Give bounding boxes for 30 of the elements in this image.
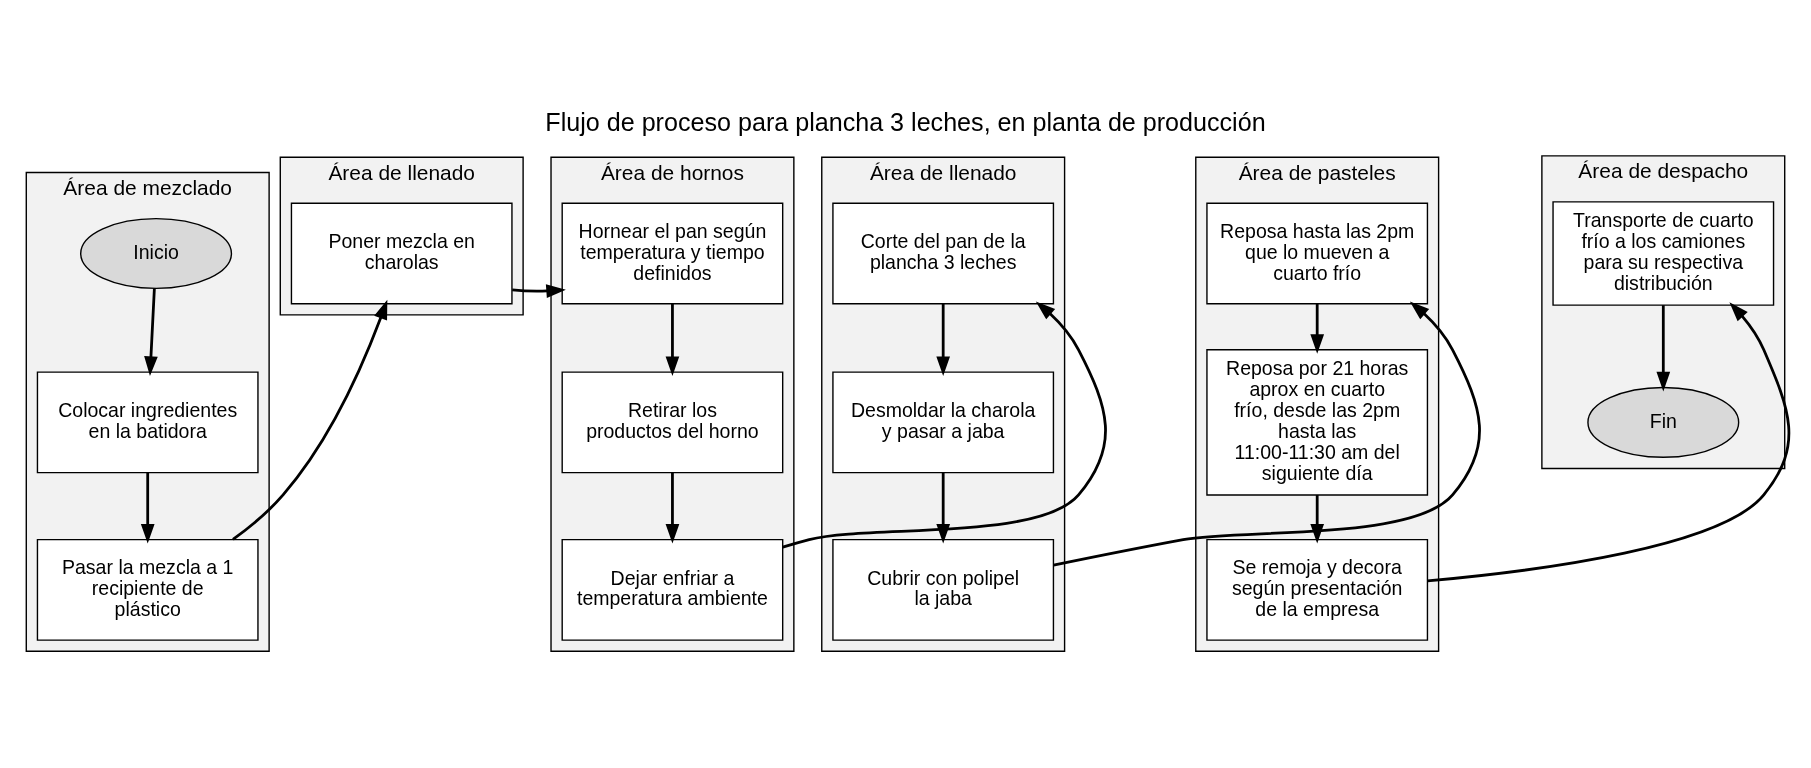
arrow — [665, 303, 680, 377]
arrow — [782, 301, 1107, 549]
arrow — [1427, 302, 1791, 583]
arrow — [144, 288, 158, 376]
node-box: Dejar enfriar a temperatura ambiente — [561, 538, 784, 641]
diagram-title: Flujo de proceso para plancha 3 leches, en planta de producción — [545, 108, 1266, 137]
arrow — [936, 303, 951, 377]
arrow — [140, 472, 155, 544]
node-box: Hornear el pan según temperatura y tiempo definidos — [561, 202, 784, 305]
arrow — [1656, 305, 1671, 392]
node-box: Se remoja y decora según presentación de la empresa — [1206, 538, 1429, 641]
node-box: Poner mezcla en charolas — [290, 202, 513, 305]
node-box: Colocar ingredientes en la batidora — [36, 371, 259, 474]
arrow — [1310, 303, 1325, 354]
arrow — [665, 472, 680, 544]
node-box: Reposa hasta las 2pm que lo mueven a cuarto frío — [1206, 202, 1429, 305]
arrow — [1053, 301, 1481, 567]
node-box: Cubrir con polipel la jaba — [832, 538, 1055, 641]
arrow — [232, 299, 388, 541]
node-box: Reposa por 21 horas aprox en cuarto frío, desde las 2pm hasta las 11:00-11:30 am del siguiente día — [1206, 349, 1429, 496]
node-box: Pasar la mezcla a 1 recipiente de plástico — [36, 538, 259, 641]
node-ellipse: Fin — [1587, 386, 1740, 458]
node-box: Transporte de cuarto frío a los camiones para su respectiva distribución — [1552, 201, 1775, 306]
node-ellipse: Inicio — [80, 217, 233, 290]
arrow — [1310, 495, 1325, 544]
node-box: Desmoldar la charola y pasar a jaba — [832, 371, 1055, 474]
node-box: Retirar los productos del horno — [561, 371, 784, 474]
arrow — [512, 284, 566, 298]
node-box: Corte del pan de la plancha 3 leches — [832, 202, 1055, 305]
arrow — [936, 472, 951, 544]
